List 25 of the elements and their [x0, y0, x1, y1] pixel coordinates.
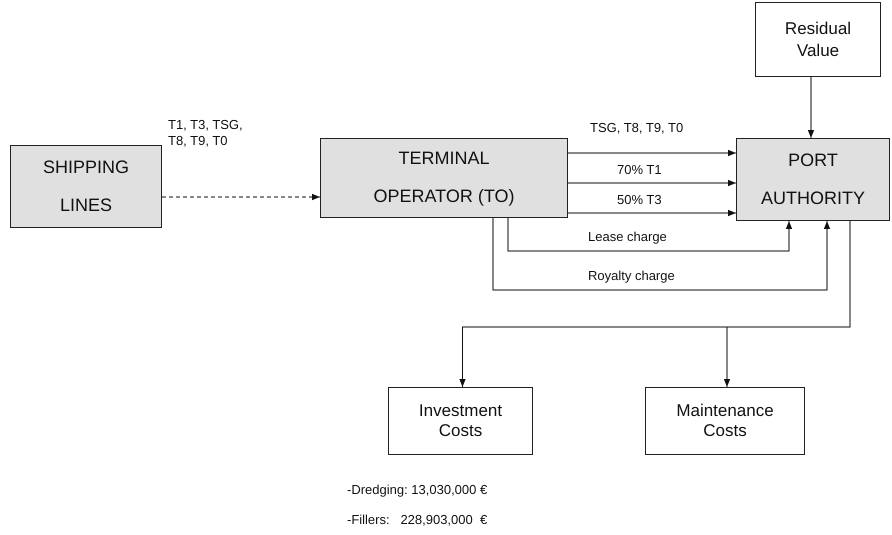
arrow [724, 220, 850, 388]
cost-note: -Dredging: 13,030,000 € [347, 482, 488, 497]
box-label: Investment Costs [418, 401, 504, 441]
arrow [568, 210, 736, 216]
cost-note: -Fillers: 228,903,000 € [347, 512, 488, 527]
edge-label: Royalty charge [588, 268, 675, 284]
process-box [736, 138, 890, 221]
arrow [808, 76, 814, 138]
box-label: SHIPPING LINES [42, 156, 130, 216]
box-label: Residual Value [784, 18, 852, 61]
dashed-arrow [162, 194, 320, 200]
box-label: PORT AUTHORITY [760, 148, 866, 210]
cost-box [388, 387, 533, 455]
arrow [568, 180, 736, 186]
edge-label: Lease charge [588, 229, 667, 246]
edge-label: TSG, T8, T9, T0 [590, 120, 684, 136]
cost-box [645, 387, 805, 455]
process-box [10, 145, 162, 228]
arrow [568, 150, 736, 156]
input-box [755, 2, 881, 77]
process-box [320, 138, 568, 218]
arrow [508, 218, 792, 252]
box-label: Maintenance Costs [675, 401, 775, 441]
box-label: TERMINAL OPERATOR (TO) [372, 147, 516, 208]
arrow [492, 218, 830, 290]
